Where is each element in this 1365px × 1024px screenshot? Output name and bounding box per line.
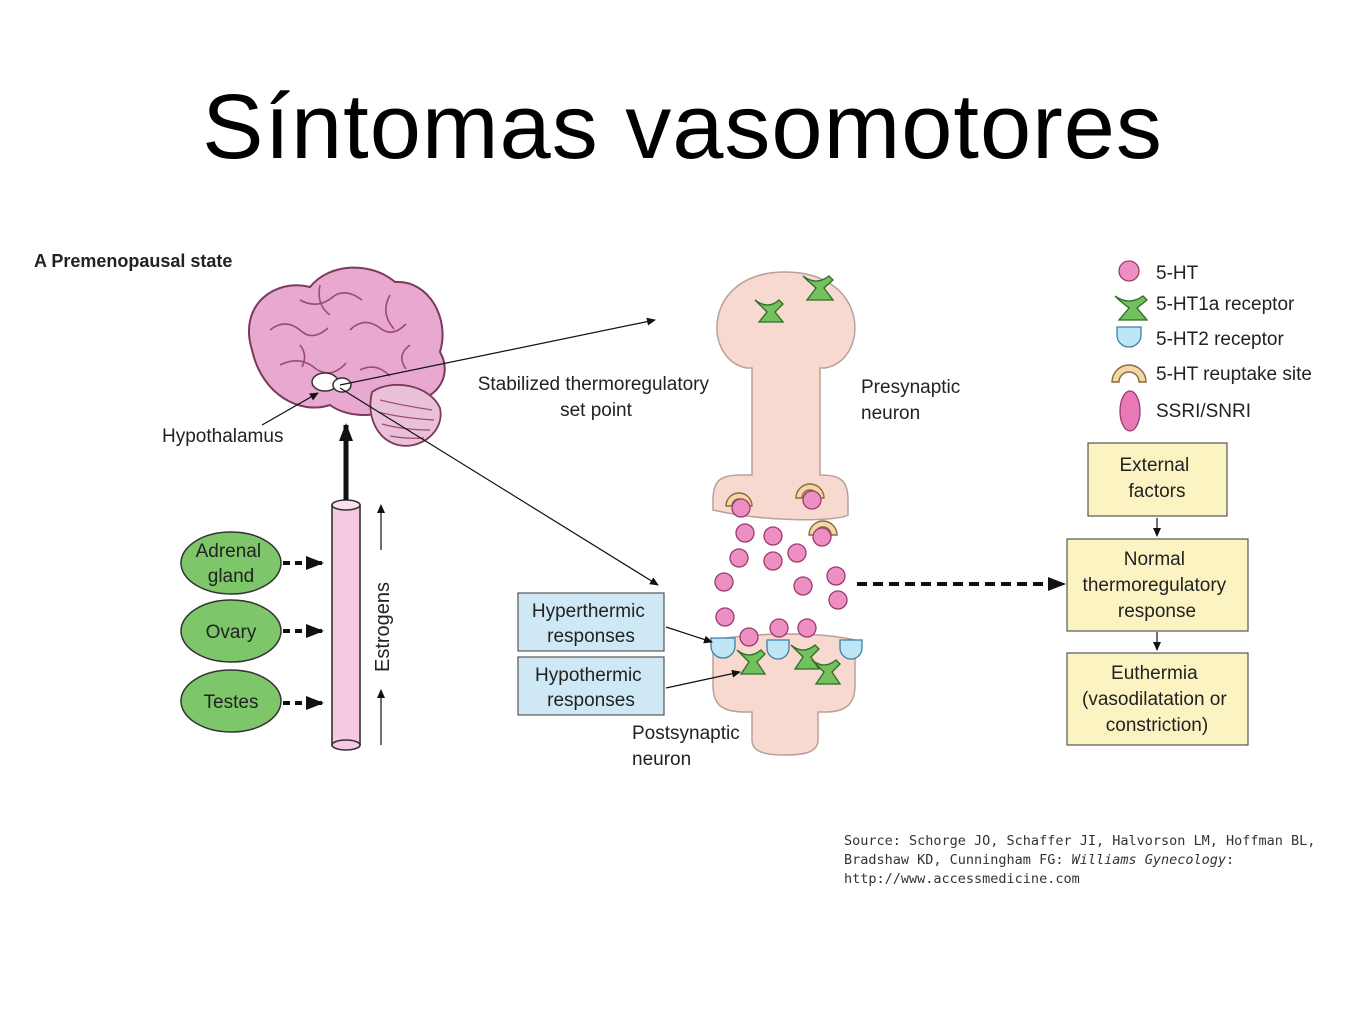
postsynaptic-label: Postsynaptic neuron — [632, 723, 745, 770]
presynaptic-label: Presynaptic neuron — [861, 377, 966, 424]
svg-text:5-HT2 receptor: 5-HT2 receptor — [1156, 329, 1284, 350]
hypothalamus-label: Hypothalamus — [162, 426, 283, 447]
adrenal-gland: Adrenal gland — [180, 531, 282, 595]
presynaptic-receptors — [754, 275, 835, 323]
hypothermic-box: Hypothermic responses — [517, 656, 665, 716]
svg-text:5-HT reuptake site: 5-HT reuptake site — [1156, 364, 1312, 385]
estrogen-tube — [331, 499, 361, 751]
euthermia-box: Euthermia (vasodilatation or constrictio… — [1066, 652, 1249, 746]
svg-text:Source: Schorge JO, Schaffer J: Source: Schorge JO, Schaffer JI, Halvors… — [844, 833, 1315, 849]
serotonin-molecules — [714, 490, 848, 647]
page-title: Síntomas vasomotores — [202, 76, 1163, 178]
normal-response-box: Normal thermoregulatory response — [1066, 538, 1249, 632]
svg-text:5-HT1a receptor: 5-HT1a receptor — [1156, 294, 1295, 315]
section-label: A Premenopausal state — [34, 251, 232, 271]
set-point-label: Stabilized thermoregulatory set point — [478, 374, 715, 421]
postsynaptic-ht1a-receptors — [736, 644, 842, 685]
legend: 5-HT 5-HT1a receptor 5-HT2 receptor 5-HT… — [1111, 260, 1312, 432]
svg-text:Ovary: Ovary — [206, 622, 257, 643]
svg-text:http://www.accessmedicine.com: http://www.accessmedicine.com — [844, 871, 1080, 887]
svg-text:Adrenal gland: Adrenal gland — [196, 541, 267, 587]
postsynaptic-ht2-receptors — [710, 637, 863, 660]
source-citation: Source: Schorge JO, Schaffer JI, Halvors… — [844, 833, 1315, 887]
testes: Testes — [180, 669, 282, 733]
reuptake-legend-icon — [1111, 364, 1147, 383]
external-factors-box: External factors — [1087, 442, 1228, 517]
svg-text:Hyperthermic responses: Hyperthermic responses — [532, 601, 650, 647]
svg-text:Testes: Testes — [204, 692, 259, 713]
svg-text:Normal thermoregulatory: Normal thermoregulatory response — [1083, 549, 1232, 622]
ht-legend-icon — [1118, 260, 1140, 282]
ht2-legend-icon — [1116, 326, 1142, 348]
presynaptic-neuron — [712, 271, 856, 521]
svg-text:Bradshaw KD, Cunningham FG: Wi: Bradshaw KD, Cunningham FG: Williams Gyn… — [844, 852, 1234, 868]
svg-text:SSRI/SNRI: SSRI/SNRI — [1156, 401, 1251, 422]
svg-text:Hypothermic responses: Hypothermic responses — [535, 665, 647, 711]
brain-illustration — [248, 266, 446, 447]
svg-text:5-HT: 5-HT — [1156, 263, 1199, 284]
ht1a-legend-icon — [1114, 295, 1149, 321]
ovary: Ovary — [180, 599, 282, 663]
ssri-legend-icon — [1119, 390, 1141, 432]
svg-text:External factors: External factors — [1120, 455, 1195, 502]
svg-text:Euthermia (vasodilatatio: Euthermia (vasodilatation or constrictio… — [1082, 663, 1232, 736]
estrogens-label: Estrogens — [372, 582, 394, 672]
hyperthermic-box: Hyperthermic responses — [517, 592, 665, 652]
